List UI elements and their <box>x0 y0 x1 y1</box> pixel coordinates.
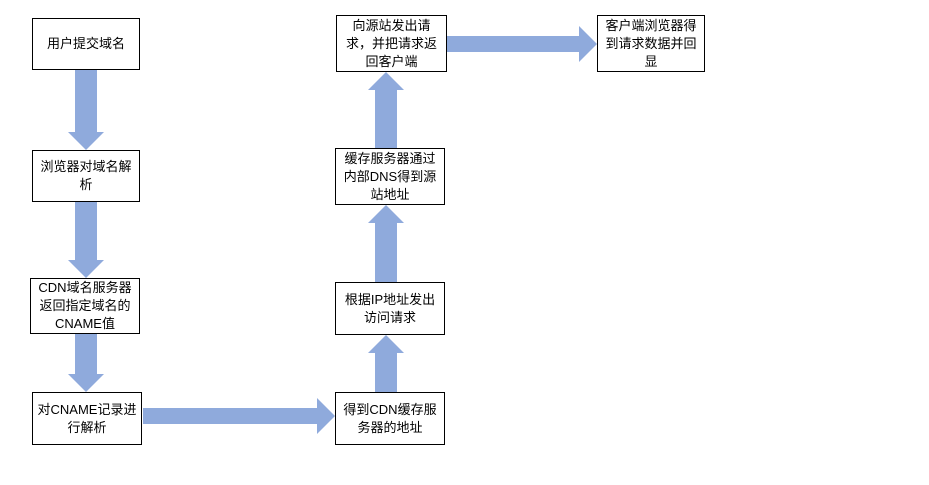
arrow-shaft <box>143 408 318 424</box>
arrow-head-right-icon <box>579 26 597 62</box>
arrow-down-1 <box>68 70 104 150</box>
arrow-shaft <box>447 36 580 52</box>
node-browser-resolve-domain: 浏览器对域名解 析 <box>32 150 140 202</box>
node-request-origin-return-client: 向源站发出请 求，并把请求返 回客户端 <box>336 15 447 72</box>
node-send-request-by-ip: 根据IP地址发出 访问请求 <box>335 282 445 335</box>
arrow-right-2 <box>447 26 597 62</box>
arrow-head-down-icon <box>68 374 104 392</box>
arrow-right-1 <box>143 398 335 434</box>
node-cache-server-internal-dns: 缓存服务器通过 内部DNS得到源 站地址 <box>335 148 445 205</box>
arrow-up-3 <box>368 72 404 148</box>
arrow-shaft <box>375 89 397 148</box>
arrow-down-3 <box>68 334 104 392</box>
arrow-head-up-icon <box>368 335 404 353</box>
arrow-shaft <box>75 334 97 375</box>
arrow-head-up-icon <box>368 205 404 223</box>
node-resolve-cname-record: 对CNAME记录进 行解析 <box>32 392 142 445</box>
arrow-down-2 <box>68 202 104 278</box>
node-cdn-dns-return-cname: CDN域名服务器 返回指定域名的 CNAME值 <box>30 278 140 334</box>
arrow-shaft <box>375 352 397 392</box>
arrow-head-down-icon <box>68 260 104 278</box>
arrow-shaft <box>75 202 97 261</box>
arrow-up-1 <box>368 335 404 392</box>
node-client-browser-display: 客户端浏览器得 到请求数据并回 显 <box>597 15 705 72</box>
arrow-up-2 <box>368 205 404 282</box>
arrow-head-right-icon <box>317 398 335 434</box>
arrow-head-up-icon <box>368 72 404 90</box>
node-get-cdn-cache-server-address: 得到CDN缓存服 务器的地址 <box>335 392 445 445</box>
node-user-submit-domain: 用户提交域名 <box>32 18 140 70</box>
arrow-head-down-icon <box>68 132 104 150</box>
arrow-shaft <box>375 222 397 282</box>
arrow-shaft <box>75 70 97 133</box>
